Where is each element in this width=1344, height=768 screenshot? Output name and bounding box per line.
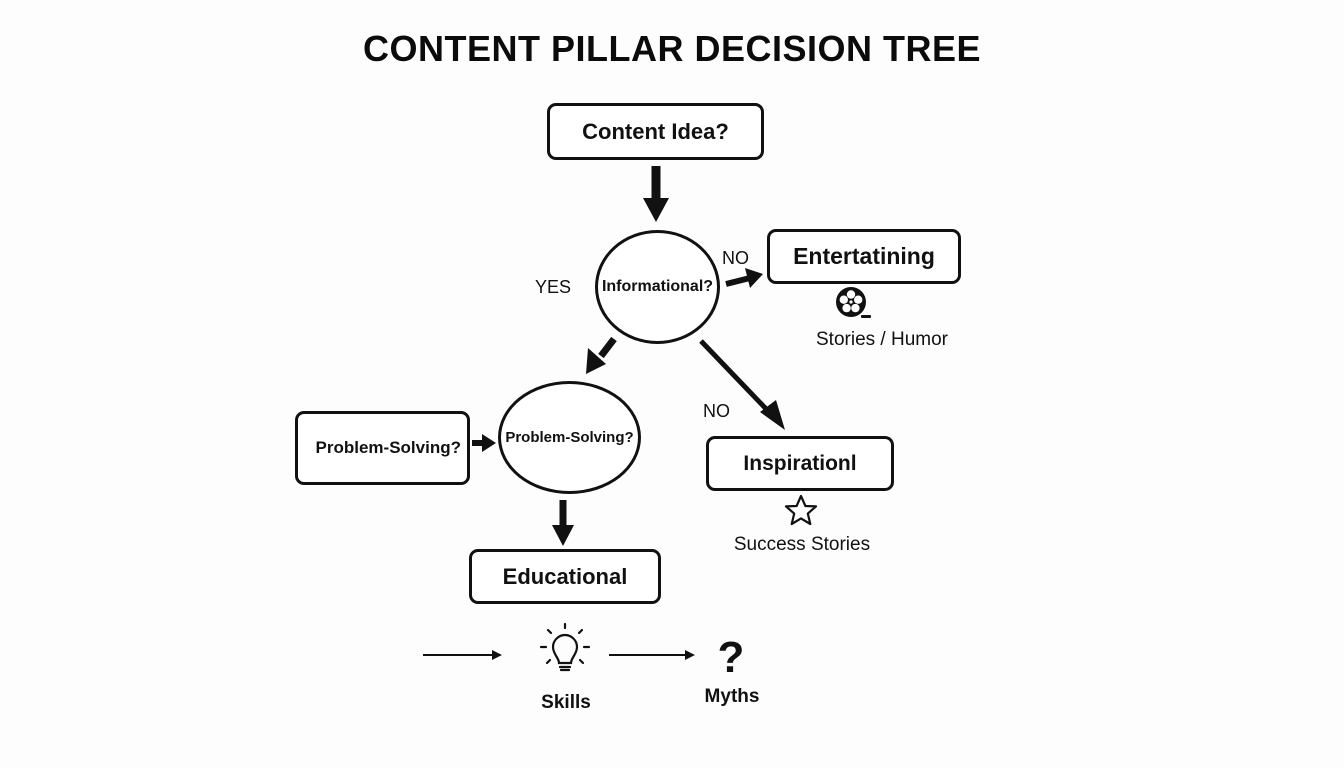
- arrow-box-to-ellipse: [472, 434, 496, 452]
- caption-stories-humor: Stories / Humor: [816, 329, 948, 350]
- caption-myths: Myths: [704, 686, 760, 707]
- edge-label-no-entertaining: NO: [722, 248, 749, 268]
- arrow-informational-to-problem-solving: [586, 336, 617, 374]
- arrow-skills-to-myths: [609, 650, 695, 660]
- node-problem-solving-box-label: Problem-Solving?: [315, 438, 461, 457]
- node-inspirational-label: Inspirationl: [743, 451, 857, 475]
- caption-success-stories: Success Stories: [733, 534, 871, 555]
- arrow-bottom-left: [423, 650, 502, 660]
- node-content-idea-label: Content Idea?: [582, 118, 729, 144]
- arrow-content-to-informational: [643, 166, 669, 222]
- edge-label-no-inspirational: NO: [703, 401, 730, 421]
- node-educational: Educational: [469, 549, 661, 604]
- node-problem-solving-box: Problem-Solving?: [295, 411, 470, 485]
- lightbulb-icon: [539, 622, 591, 672]
- node-informational-label: Informational?: [601, 278, 714, 295]
- question-mark-icon: ?: [718, 633, 745, 682]
- svg-text:?: ?: [718, 633, 745, 682]
- arrow-problem-solving-to-educational: [552, 500, 574, 546]
- star-icon: [784, 494, 818, 526]
- node-problem-solving-ellipse: Problem-Solving?: [498, 381, 641, 494]
- caption-skills: Skills: [541, 692, 591, 713]
- node-entertaining: Entertatining: [767, 229, 961, 284]
- node-informational: Informational?: [595, 230, 720, 344]
- diagram-title: CONTENT PILLAR DECISION TREE: [362, 28, 982, 69]
- node-problem-solving-ellipse-label: Problem-Solving?: [505, 429, 634, 446]
- node-educational-label: Educational: [502, 563, 628, 589]
- arrow-informational-to-entertaining: [725, 268, 763, 288]
- node-entertaining-label: Entertatining: [793, 243, 935, 269]
- node-content-idea: Content Idea?: [547, 103, 764, 160]
- film-reel-icon: [836, 287, 871, 318]
- node-inspirational: Inspirationl: [706, 436, 894, 491]
- edge-label-yes: YES: [535, 277, 572, 297]
